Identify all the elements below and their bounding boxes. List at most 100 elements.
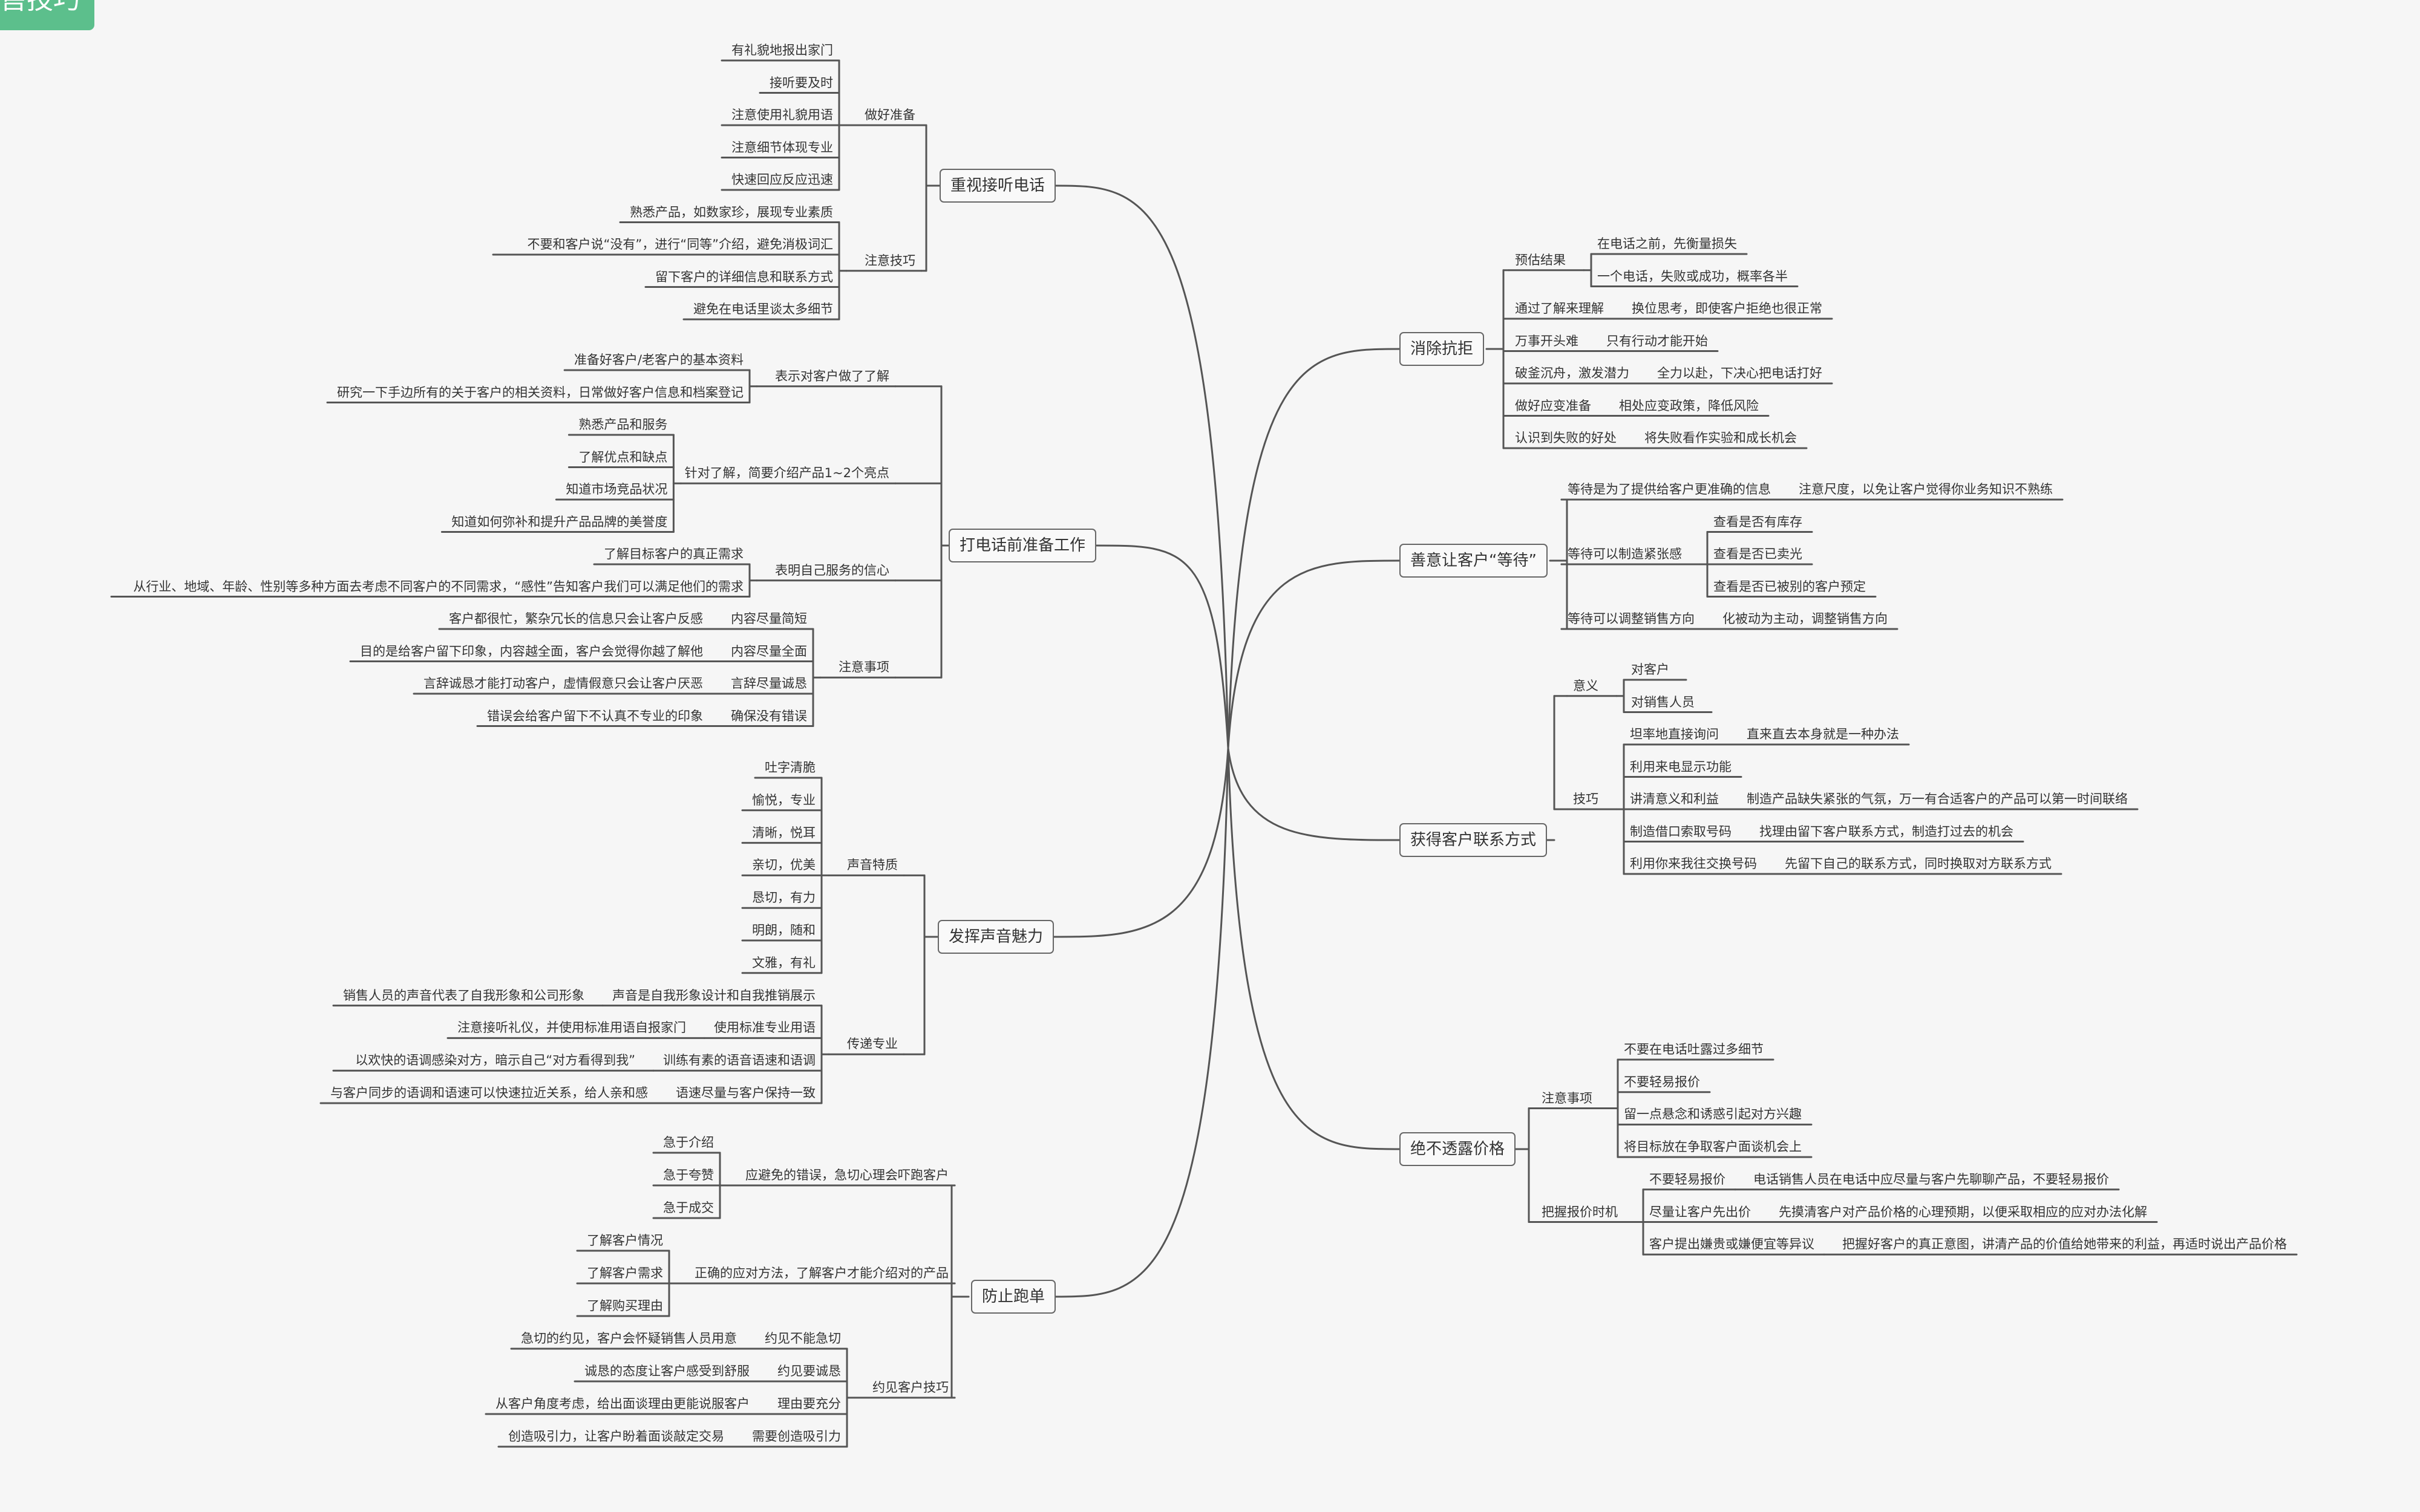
subtopic-node[interactable]: 客户都很忙，繁杂冗长的信息只会让客户反感 (449, 611, 703, 626)
branch-topic[interactable]: 重视接听电话 (939, 169, 1056, 203)
subbranch-topic[interactable]: 注意事项 (839, 660, 889, 675)
topic-node[interactable]: 等待可以调整销售方向 (1568, 611, 1695, 626)
subbranch-topic[interactable]: 预估结果 (1515, 252, 1566, 267)
topic-node[interactable]: 需要创造吸引力 (752, 1429, 841, 1444)
subbranch-topic[interactable]: 表示对客户做了了解 (775, 368, 889, 383)
topic-node[interactable]: 急于夸赞 (663, 1168, 714, 1182)
subtopic-node[interactable]: 将失败看作实验和成长机会 (1644, 431, 1797, 445)
branch-topic[interactable]: 防止跑单 (970, 1280, 1056, 1314)
topic-node[interactable]: 理由要充分 (777, 1396, 841, 1411)
branch-topic[interactable]: 打电话前准备工作 (948, 529, 1096, 562)
topic-node[interactable]: 将目标放在争取客户面谈机会上 (1624, 1139, 1802, 1155)
topic-node[interactable]: 破釜沉舟，激发潜力 (1515, 366, 1629, 380)
subtopic-node[interactable]: 注意尺度，以免让客户觉得你业务知识不熟练 (1799, 482, 2053, 497)
subbranch-topic[interactable]: 应避免的错误，急切心理会吓跑客户 (745, 1168, 949, 1182)
subtopic-node[interactable]: 制造产品缺失紧张的气氛，万一有合适客户的产品可以第一时间联络 (1747, 792, 2128, 806)
branch-topic[interactable]: 发挥声音魅力 (937, 920, 1054, 954)
topic-node[interactable]: 查看是否有库存 (1713, 514, 1802, 529)
topic-node[interactable]: 留下客户的详细信息和联系方式 (655, 269, 833, 284)
subtopic-node[interactable]: 先摸清客户对产品价格的心理预期，以便采取相应的应对办法化解 (1779, 1204, 2147, 1219)
topic-node[interactable]: 利用你来我往交换号码 (1630, 856, 1757, 871)
subtopic-node[interactable]: 错误会给客户留下不认真不专业的印象 (487, 708, 703, 723)
topic-node[interactable]: 查看是否已卖光 (1713, 547, 1802, 561)
topic-node[interactable]: 熟悉产品和服务 (578, 417, 668, 432)
subtopic-node[interactable]: 相处应变政策，降低风险 (1619, 398, 1759, 413)
subbranch-topic[interactable]: 注意事项 (1542, 1090, 1592, 1106)
topic-node[interactable]: 注意使用礼貌用语 (731, 108, 833, 122)
subtopic-node[interactable]: 销售人员的声音代表了自我形象和公司形象 (343, 988, 584, 1003)
subtopic-node[interactable]: 诚恳的态度让客户感受到舒服 (584, 1364, 750, 1378)
subbranch-topic[interactable]: 把握报价时机 (1542, 1204, 1618, 1219)
subbranch-topic[interactable]: 传递专业 (847, 1037, 898, 1052)
subtopic-node[interactable]: 找理由留下客户联系方式，制造打过去的机会 (1759, 824, 2013, 839)
topic-node[interactable]: 一个电话，失败或成功，概率各半 (1597, 269, 1788, 284)
topic-node[interactable]: 知道如何弥补和提升产品品牌的美誉度 (451, 514, 668, 529)
topic-node[interactable]: 不要和客户说“没有”，进行“同等”介绍，避免消极词汇 (527, 237, 833, 252)
topic-node[interactable]: 客户提出嫌贵或嫌便宜等异议 (1649, 1237, 1814, 1252)
branch-topic[interactable]: 善意让客户“等待” (1399, 544, 1548, 578)
topic-node[interactable]: 有礼貌地报出家门 (731, 43, 833, 57)
subbranch-topic[interactable]: 表明自己服务的信心 (775, 562, 889, 578)
topic-node[interactable]: 从行业、地域、年龄、性别等多种方面去考虑不同客户的不同需求，“感性”告知客户我们… (133, 579, 744, 594)
topic-node[interactable]: 准备好客户/老客户的基本资料 (574, 353, 744, 367)
subtopic-node[interactable]: 换位思考，即使客户拒绝也很正常 (1632, 301, 1822, 316)
subtopic-node[interactable]: 目的是给客户留下印象，内容越全面，客户会觉得你越了解他 (360, 644, 703, 659)
topic-node[interactable]: 制造借口索取号码 (1630, 824, 1732, 839)
subtopic-node[interactable]: 只有行动才能开始 (1606, 333, 1708, 348)
subbranch-topic[interactable]: 技巧 (1573, 792, 1598, 806)
topic-node[interactable]: 亲切，优美 (752, 858, 816, 873)
subbranch-topic[interactable]: 针对了解，简要介绍产品1~2个亮点 (684, 466, 889, 481)
topic-node[interactable]: 了解客户情况 (587, 1233, 663, 1248)
subtopic-node[interactable]: 化被动为主动，调整销售方向 (1722, 611, 1888, 626)
topic-node[interactable]: 研究一下手边所有的关于客户的相关资料，日常做好客户信息和档案登记 (337, 385, 744, 400)
topic-node[interactable]: 吐字清脆 (765, 760, 816, 775)
topic-node[interactable]: 万事开头难 (1515, 333, 1578, 348)
topic-node[interactable]: 在电话之前，先衡量损失 (1597, 236, 1737, 251)
topic-node[interactable]: 注意细节体现专业 (731, 140, 833, 155)
topic-node[interactable]: 查看是否已被别的客户预定 (1713, 579, 1866, 594)
subbranch-topic[interactable]: 做好准备 (865, 108, 915, 122)
branch-topic[interactable]: 获得客户联系方式 (1399, 823, 1548, 857)
topic-node[interactable]: 内容尽量简短 (731, 611, 807, 626)
subtopic-node[interactable]: 对客户 (1631, 662, 1669, 677)
topic-node[interactable]: 愉悦，专业 (752, 792, 816, 807)
topic-node[interactable]: 熟悉产品，如数家珍，展现专业素质 (630, 204, 833, 220)
topic-node[interactable]: 等待是为了提供给客户更准确的信息 (1568, 482, 1771, 497)
topic-node[interactable]: 认识到失败的好处 (1515, 431, 1617, 445)
topic-node[interactable]: 声音是自我形象设计和自我推销展示 (612, 988, 816, 1003)
subbranch-topic[interactable]: 正确的应对方法，了解客户才能介绍对的产品 (695, 1266, 949, 1280)
topic-node[interactable]: 接听要及时 (770, 75, 833, 90)
subtopic-node[interactable]: 全力以赴，下决心把电话打好 (1657, 366, 1822, 380)
topic-node[interactable]: 文雅，有礼 (752, 955, 816, 970)
topic-node[interactable]: 坦率地直接询问 (1630, 727, 1719, 741)
topic-node[interactable]: 做好应变准备 (1515, 398, 1591, 413)
topic-node[interactable]: 了解优点和缺点 (578, 449, 668, 464)
topic-node[interactable]: 了解目标客户的真正需求 (604, 547, 744, 561)
subtopic-node[interactable]: 把握好客户的真正意图，讲清产品的价值给她带来的利益，再适时说出产品价格 (1842, 1237, 2287, 1252)
topic-node[interactable]: 不要轻易报价 (1649, 1171, 1725, 1187)
topic-node[interactable]: 讲清意义和利益 (1630, 792, 1719, 806)
topic-node[interactable]: 训练有素的语音语速和语调 (663, 1053, 816, 1068)
subtopic-node[interactable]: 注意接听礼仪，并使用标准用语自报家门 (457, 1020, 686, 1035)
subtopic-node[interactable]: 与客户同步的语调和语速可以快速拉近关系，给人亲和感 (330, 1086, 648, 1100)
subtopic-node[interactable]: 以欢快的语调感染对方，暗示自己“对方看得到我” (355, 1053, 635, 1068)
subtopic-node[interactable]: 先留下自己的联系方式，同时换取对方联系方式 (1785, 856, 2052, 871)
topic-node[interactable]: 了解客户需求 (587, 1266, 663, 1280)
subtopic-node[interactable]: 从客户角度考虑，给出面谈理由更能说服客户 (495, 1396, 750, 1411)
topic-node[interactable]: 约见要诚恳 (777, 1364, 841, 1378)
topic-node[interactable]: 不要轻易报价 (1624, 1074, 1700, 1089)
subtopic-node[interactable]: 急切的约见，客户会怀疑销售人员用意 (521, 1331, 737, 1346)
subtopic-node[interactable]: 言辞诚恳才能打动客户，虚情假意只会让客户厌恶 (424, 676, 703, 691)
topic-node[interactable]: 急于成交 (663, 1201, 714, 1215)
topic-node[interactable]: 清晰，悦耳 (752, 825, 816, 840)
branch-topic[interactable]: 绝不透露价格 (1399, 1132, 1516, 1166)
subtopic-node[interactable]: 电话销售人员在电话中应尽量与客户先聊聊产品，不要轻易报价 (1753, 1171, 2109, 1187)
central-topic[interactable]: 电话销售技巧 (0, 0, 94, 30)
topic-node[interactable]: 不要在电话吐露过多细节 (1624, 1042, 1764, 1057)
branch-topic[interactable]: 消除抗拒 (1399, 332, 1485, 366)
subtopic-node[interactable]: 创造吸引力，让客户盼着面谈敲定交易 (508, 1429, 724, 1444)
subbranch-topic[interactable]: 注意技巧 (865, 253, 915, 268)
topic-node[interactable]: 快速回应反应迅速 (731, 172, 833, 187)
subtopic-node[interactable]: 直来直去本身就是一种办法 (1747, 727, 1899, 741)
topic-node[interactable]: 使用标准专业用语 (714, 1020, 816, 1035)
